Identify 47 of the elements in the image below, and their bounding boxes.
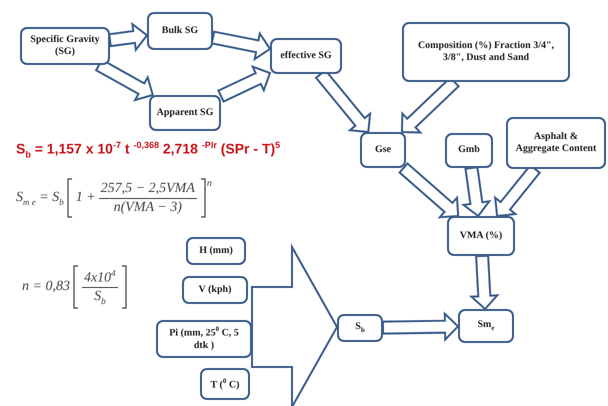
process-box <box>447 216 515 256</box>
process-box <box>270 38 342 74</box>
process-box <box>156 320 252 358</box>
process-box <box>445 133 493 168</box>
box-label: Specific Gravity (SG) <box>29 34 101 58</box>
box-label: Bulk SG <box>162 24 198 38</box>
box-label: S$_{b}$ <box>355 321 365 335</box>
block-arrow <box>217 64 272 103</box>
process-box <box>360 132 406 168</box>
box-label: VMA (%) <box>460 230 502 242</box>
process-box <box>147 12 213 50</box>
process-box <box>149 95 221 131</box>
formula-text: n = 0,83 <box>22 279 70 295</box>
formula-text: 257,5 − 2,5VMA <box>98 180 197 198</box>
formula-text: S$_{b}$ <box>94 288 106 306</box>
box-label: Sm$_{e}$ <box>477 319 494 333</box>
box-label: effective SG <box>280 50 332 62</box>
formula-text: 4x10$^{4}$ <box>82 268 118 288</box>
box-label: Pi (mm, 25$^{0}$ C, 5 dtk ) <box>168 325 240 353</box>
block-arrow <box>210 30 272 62</box>
block-arrow <box>468 254 500 310</box>
formula-text: n <box>206 178 212 189</box>
process-box <box>182 276 248 304</box>
box-label: Gmb <box>458 144 480 157</box>
box-label: T ($^{0}$ C) <box>210 376 240 392</box>
process-box <box>506 117 606 169</box>
process-box <box>200 368 250 400</box>
block-arrow <box>398 162 460 218</box>
formula-text: n(VMA − 3) <box>114 198 182 216</box>
formula-text: S$_{m e}$ = S$_{b}$ <box>16 190 64 206</box>
box-label: V (kph) <box>198 284 232 296</box>
formula-text: S$_{b}$ = 1,157 x 10$^{-7}$ t $^{-0,368}$ 2,718 $^{-PIr}$ (SPr - T)$^{5}$ <box>16 140 280 160</box>
process-box <box>458 309 514 343</box>
box-label: Asphalt & Aggregate Content <box>514 130 598 156</box>
block-arrow <box>460 166 492 218</box>
process-box <box>337 314 383 342</box>
block-arrow <box>382 311 460 342</box>
box-label: Apparent SG <box>156 106 214 120</box>
box-label: H (mm) <box>199 244 233 258</box>
box-label: Composition (%) Fraction 3/4", 3/8", Dust and Sand <box>416 40 556 64</box>
block-arrow <box>108 22 148 52</box>
block-arrow <box>251 243 338 406</box>
formula-text: 1 + <box>76 190 96 206</box>
process-box <box>186 237 246 265</box>
process-box <box>402 22 570 82</box>
box-label: Gse <box>374 144 392 156</box>
process-box <box>20 27 110 65</box>
